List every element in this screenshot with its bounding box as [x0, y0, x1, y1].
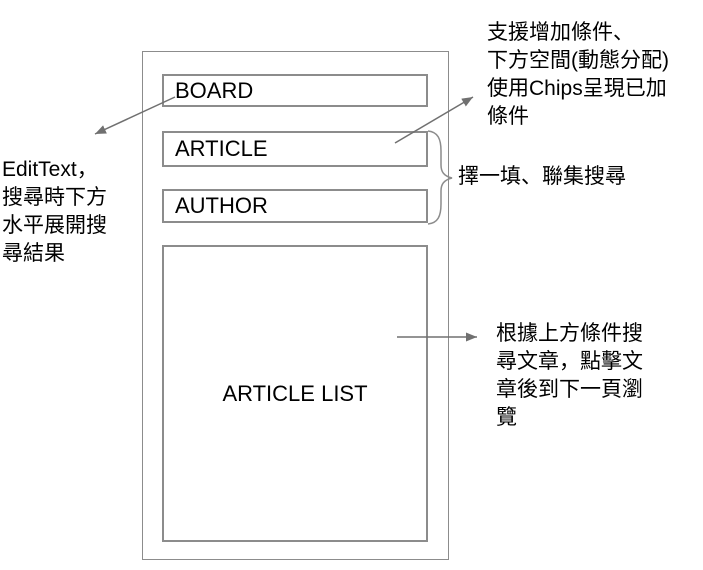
edittext-annotation: EditText， 搜尋時下方 水平展開搜 尋結果	[2, 158, 107, 265]
union-search-annotation: 擇一填、聯集搜尋	[458, 165, 626, 188]
article-input[interactable]: ARTICLE	[162, 131, 428, 167]
board-input-label: BOARD	[175, 77, 254, 103]
article-list-label: ARTICLE LIST	[222, 380, 368, 406]
chips-annotation: 支援增加條件、 下方空間(動態分配) 使用Chips呈現已加 條件	[487, 21, 669, 128]
author-input[interactable]: AUTHOR	[162, 189, 428, 223]
article-list-area[interactable]: ARTICLE LIST	[162, 245, 428, 542]
author-input-label: AUTHOR	[175, 193, 268, 218]
board-input[interactable]: BOARD	[162, 74, 428, 107]
article-list-annotation: 根據上方條件搜 尋文章，點擊文 章後到下一頁瀏 覽	[496, 322, 643, 429]
article-input-label: ARTICLE	[175, 136, 268, 161]
